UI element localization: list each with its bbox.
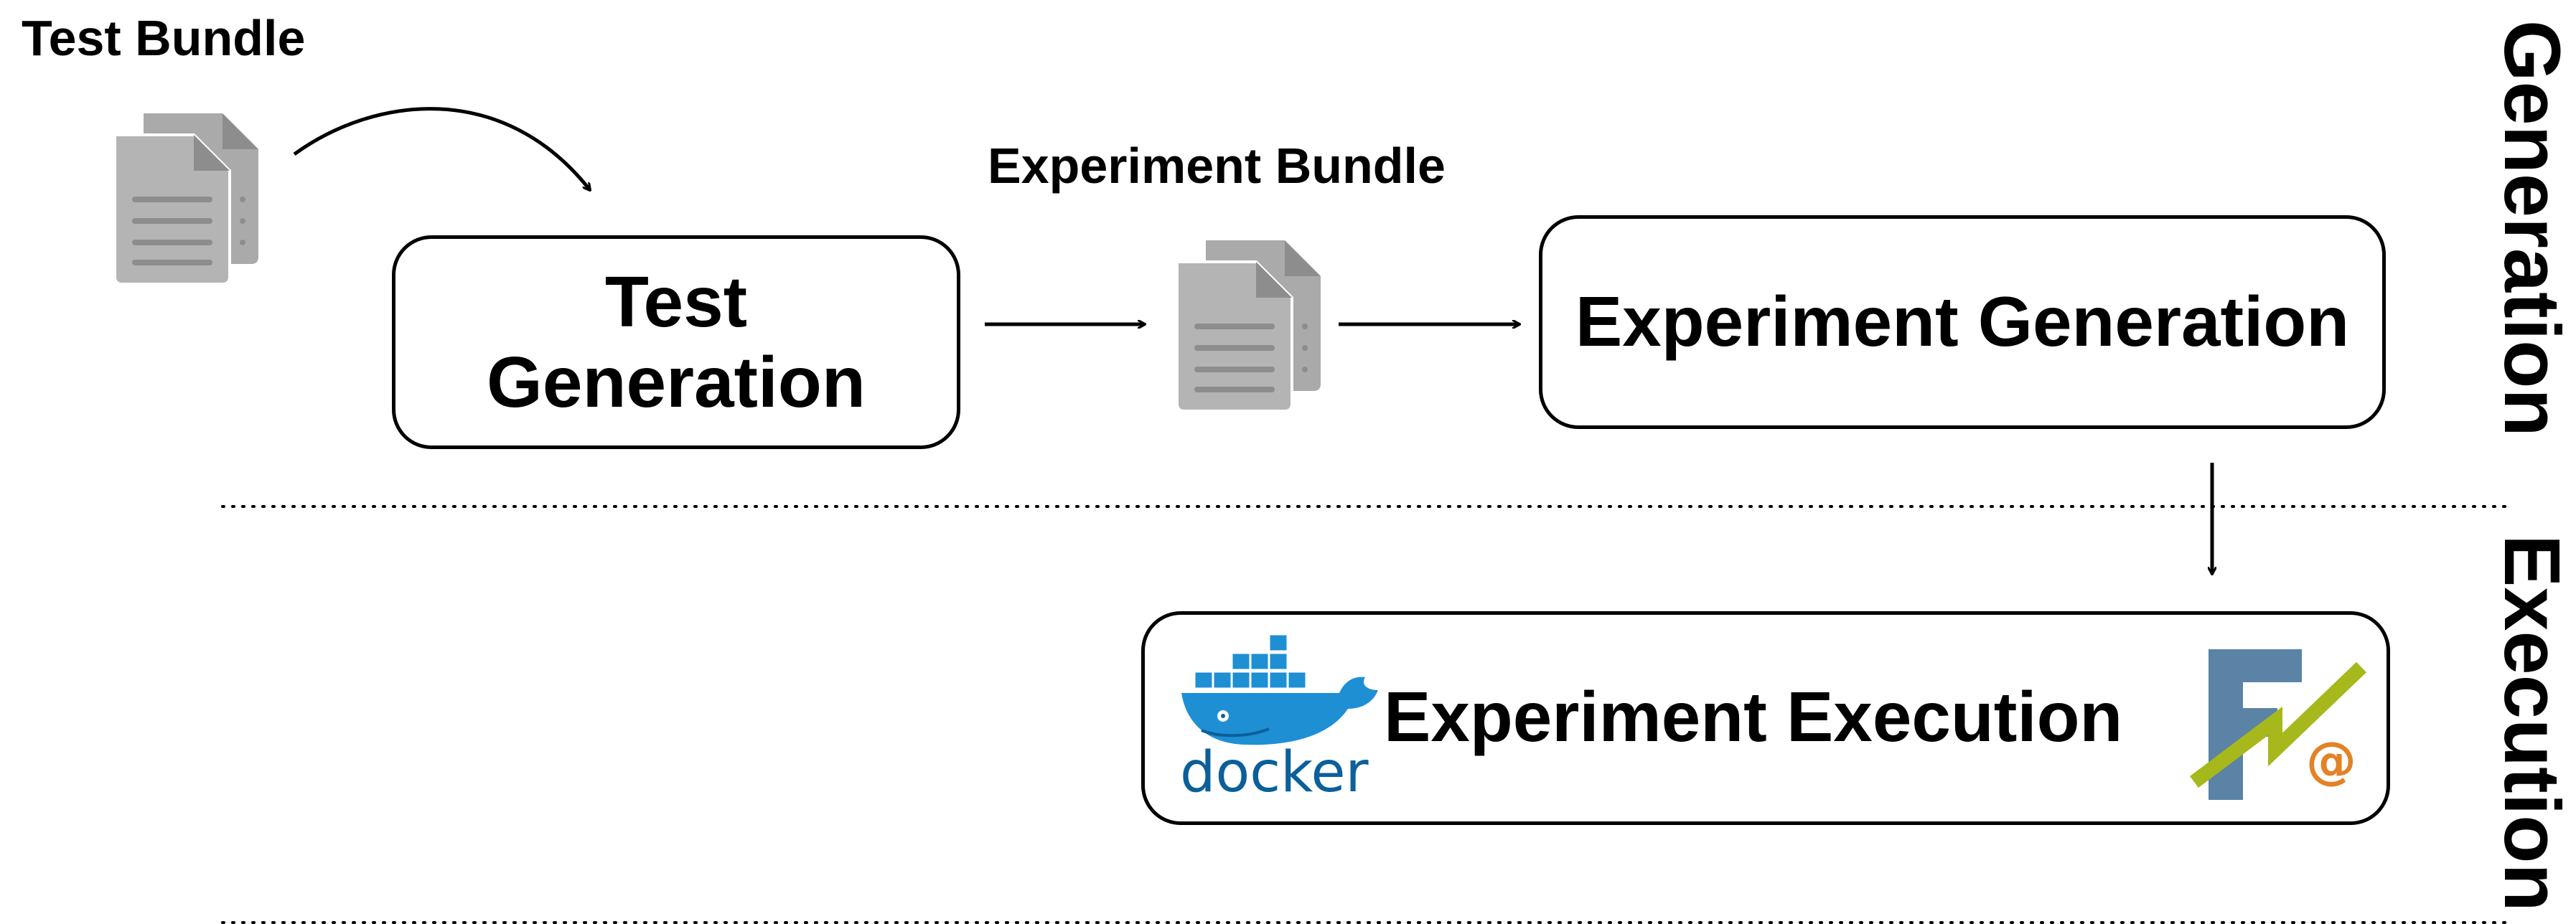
test-generation-line2: Generation bbox=[487, 342, 866, 423]
experiment-generation-label: Experiment Generation bbox=[1575, 282, 2350, 362]
flash-at-logo-icon bbox=[2189, 649, 2366, 800]
flash-at-symbol: @ bbox=[2306, 731, 2356, 790]
arrow-bundle-to-test-generation bbox=[293, 107, 590, 190]
flash-at-logo: @ bbox=[2186, 642, 2372, 803]
section-label-generation: Generation bbox=[2488, 20, 2576, 437]
test-generation-box: Test Generation bbox=[392, 235, 960, 449]
test-bundle-label: Test Bundle bbox=[22, 10, 306, 66]
docker-whale-icon bbox=[1181, 633, 1378, 745]
experiment-bundle-documents-icon bbox=[1177, 240, 1321, 412]
experiment-execution-label: Experiment Execution bbox=[1384, 677, 2123, 756]
section-label-execution: Execution bbox=[2488, 534, 2576, 912]
experiment-execution-box bbox=[1141, 611, 2390, 825]
experiment-generation-box: Experiment Generation bbox=[1539, 215, 2386, 429]
docker-wordmark: docker bbox=[1180, 740, 1369, 805]
experiment-bundle-label: Experiment Bundle bbox=[988, 138, 1446, 194]
test-bundle-documents-icon bbox=[115, 113, 258, 286]
test-generation-line1: Test bbox=[604, 262, 748, 342]
docker-logo: docker bbox=[1176, 630, 1384, 806]
